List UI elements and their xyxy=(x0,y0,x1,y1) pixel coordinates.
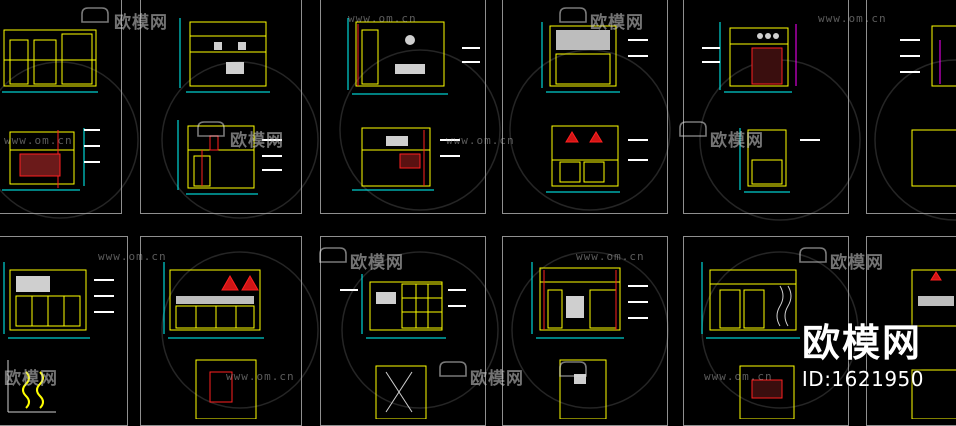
watermark-brand: 欧模网 xyxy=(350,253,404,273)
circle-watermark-icon xyxy=(0,49,956,409)
watermark-brand: 欧模网 xyxy=(710,131,764,151)
watermark-url: www.om.cn xyxy=(348,12,417,25)
watermark-url: www.om.cn xyxy=(446,134,515,147)
watermark-url: www.om.cn xyxy=(4,134,73,147)
brand-title: 欧模网 xyxy=(801,321,922,365)
watermark-url: www.om.cn xyxy=(818,12,887,25)
watermark-brand: 欧模网 xyxy=(4,369,58,389)
drawing-sheet xyxy=(0,0,122,214)
drawing-sheet xyxy=(502,0,668,214)
ucs-axis-icon xyxy=(22,371,44,409)
drawing-sheet xyxy=(683,0,849,214)
drawing-sheet xyxy=(140,0,302,214)
model-id-label: ID:1621950 xyxy=(801,367,924,391)
watermark-url: www.om.cn xyxy=(576,250,645,263)
drawing-sheet xyxy=(866,0,956,214)
watermark-brand: 欧模网 xyxy=(470,369,524,389)
watermark-url: www.om.cn xyxy=(704,370,773,383)
watermark-url: www.om.cn xyxy=(226,370,295,383)
watermark-brand: 欧模网 xyxy=(114,13,168,33)
watermark-brand: 欧模网 xyxy=(230,131,284,151)
watermark-brand: 欧模网 xyxy=(830,253,884,273)
drawing-sheet xyxy=(320,0,486,214)
sofa-logo-icon xyxy=(81,7,827,377)
watermark-url: www.om.cn xyxy=(98,250,167,263)
watermark-brand: 欧模网 xyxy=(590,13,644,33)
